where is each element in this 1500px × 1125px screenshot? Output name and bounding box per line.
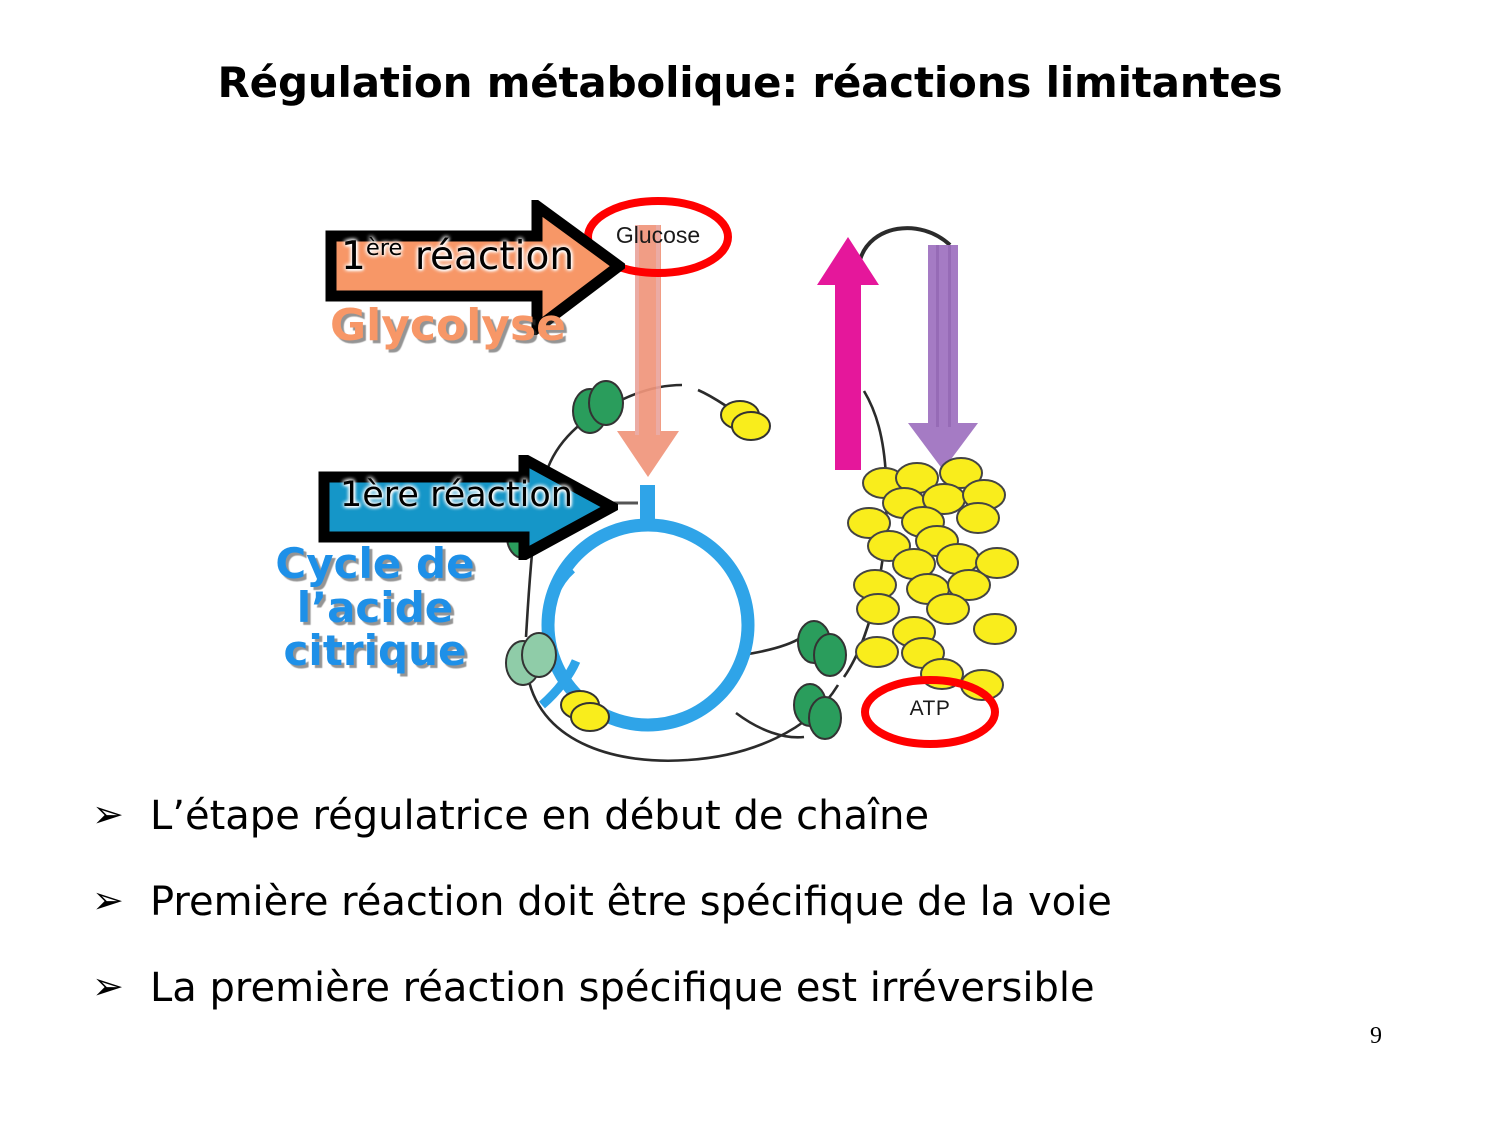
purple-down-arrow [908, 245, 978, 470]
glucose-label: Glucose [615, 222, 701, 248]
glycolysis-caption: Glycolyse [330, 300, 566, 351]
banner-suffix: réaction [402, 234, 575, 279]
citric-caption-line-2: l’acide [296, 582, 454, 632]
list-item: ➢ L’étape régulatrice en début de chaîne [92, 795, 1432, 837]
bullet-arrow-icon: ➢ [92, 878, 124, 922]
bullet-text: L’étape régulatrice en début de chaîne [150, 793, 930, 839]
page-title: Régulation métabolique: réactions limita… [217, 58, 1283, 107]
glycolysis-flow-arrow [617, 225, 679, 477]
bullet-arrow-icon: ➢ [92, 792, 124, 836]
bullet-arrow-icon: ➢ [92, 964, 124, 1008]
bullet-text: La première réaction spécifique est irré… [150, 965, 1095, 1011]
bullet-list: ➢ L’étape régulatrice en début de chaîne… [92, 795, 1432, 1053]
list-item: ➢ La première réaction spécifique est ir… [92, 967, 1432, 1009]
magenta-up-arrow [817, 237, 879, 470]
glycolysis-banner-label: 1ère réaction [341, 234, 574, 279]
citric-caption-line-3: citrique [283, 626, 467, 676]
citric-banner-label: 1ère réaction [340, 475, 573, 515]
page-number: 9 [1370, 1023, 1382, 1049]
banner-superscript: ère [365, 235, 403, 261]
bullet-text: Première réaction doit être spécifique d… [150, 879, 1112, 925]
list-item: ➢ Première réaction doit être spécifique… [92, 881, 1432, 923]
atp-label: ATP [909, 697, 951, 720]
atp-highlight-ellipse [861, 676, 999, 748]
atp-molecule-cloud [847, 457, 1019, 701]
glycolysis-banner-shape [325, 200, 625, 335]
citric-banner-shape [318, 455, 618, 560]
citric-acid-cycle-caption: Cycle de l’acide citrique [255, 542, 495, 673]
banner-prefix: 1 [341, 234, 366, 279]
citric-caption-line-1: Cycle de [275, 539, 475, 588]
